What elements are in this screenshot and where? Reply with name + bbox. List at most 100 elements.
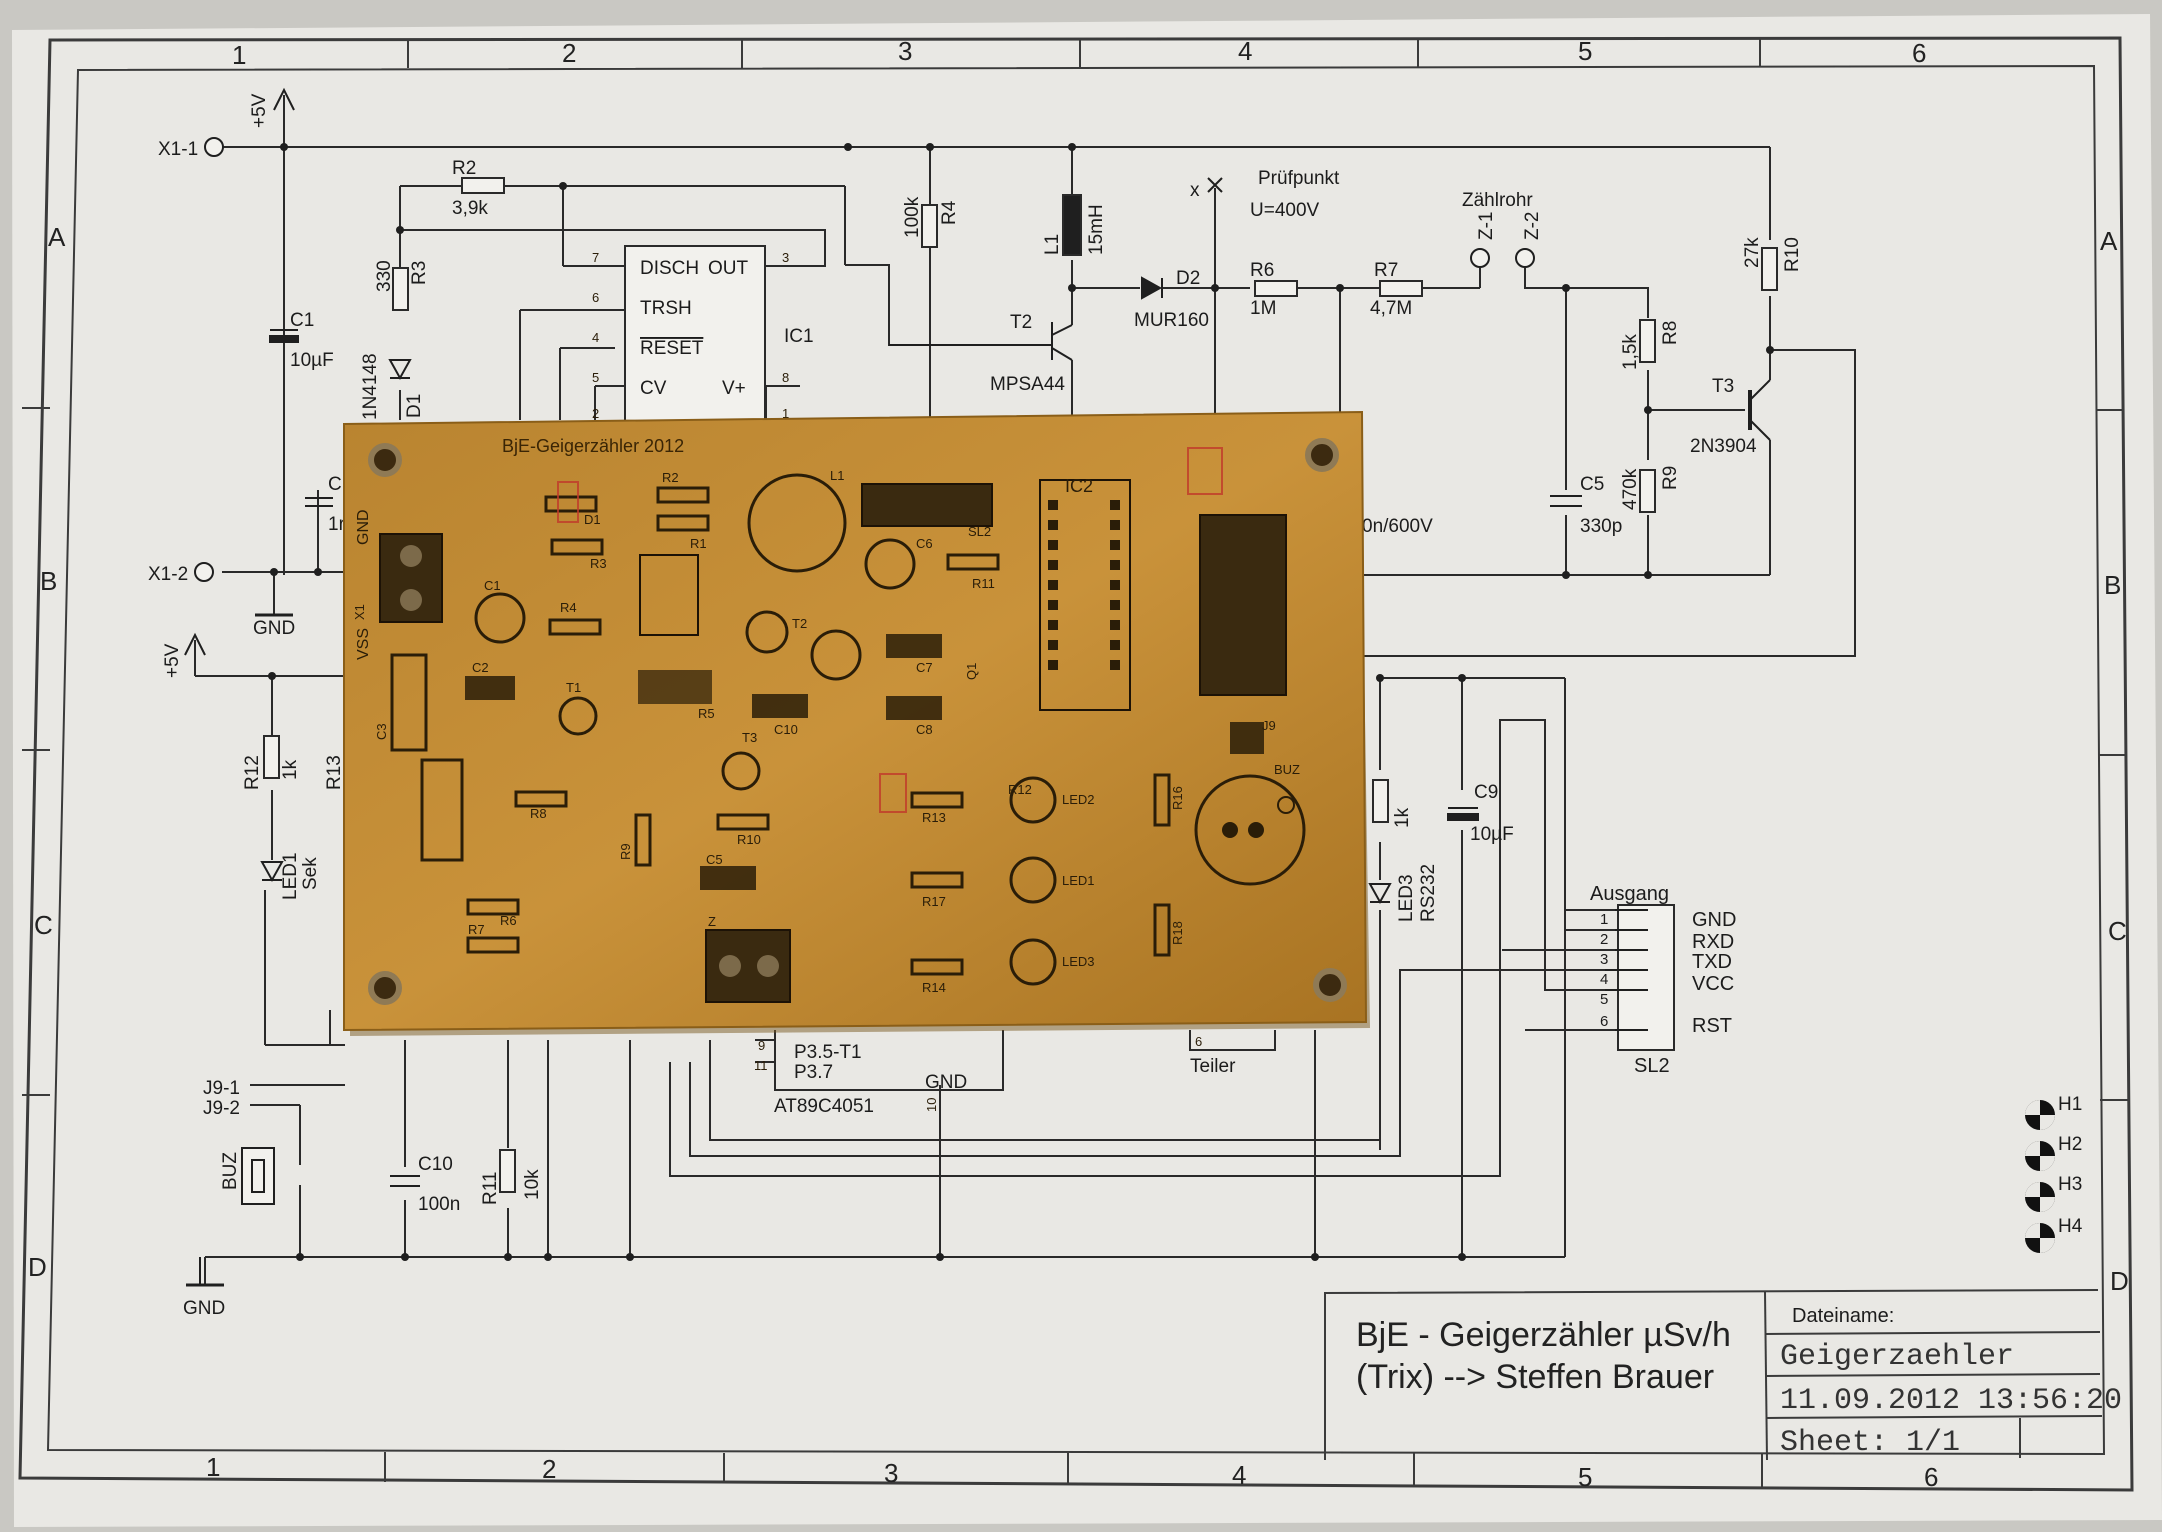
r13-label: R13 xyxy=(324,755,345,790)
col-bottom-3: 3 xyxy=(884,1458,898,1488)
hole-h1 xyxy=(2025,1100,2055,1130)
r9-symbol xyxy=(1639,469,1656,513)
c9-value: 10µF xyxy=(1470,824,1514,845)
pcb-silk-t2: T2 xyxy=(792,616,807,631)
z1-terminal xyxy=(1470,248,1490,268)
hole-h4-label: H4 xyxy=(2058,1216,2083,1237)
r4-symbol xyxy=(921,204,938,248)
r6-symbol xyxy=(1254,280,1298,297)
pruefpunkt-label: Prüfpunkt xyxy=(1258,168,1340,189)
row-labels: A B C D A B C D xyxy=(28,222,2129,1296)
zaehlrohr-label: Zählrohr xyxy=(1462,190,1533,211)
plus5v-top-label: +5V xyxy=(249,93,270,128)
pcb-silk-c5: C5 xyxy=(706,852,723,867)
pcb-silk-r3: R3 xyxy=(590,556,607,571)
pcb-silk-c1: C1 xyxy=(484,578,501,593)
pcb-silk-ic2: IC2 xyxy=(1065,476,1093,496)
sl2-pin-3: 3 xyxy=(1600,951,1608,968)
r8-value: 1,5k xyxy=(1620,334,1641,370)
pcb-vss-label: VSS xyxy=(355,628,372,660)
ic2-gnd: GND xyxy=(925,1072,967,1093)
row-right-b: B xyxy=(2104,570,2121,600)
row-left-b: B xyxy=(40,566,57,596)
col-bottom-5: 5 xyxy=(1578,1462,1592,1492)
pcb-silk-r4: R4 xyxy=(560,600,577,615)
r12-label: R12 xyxy=(242,755,263,790)
c10-label: C10 xyxy=(418,1154,453,1175)
x1-2-terminal xyxy=(194,562,214,582)
led3-label: LED3 xyxy=(1396,874,1417,922)
l1-value: 15mH xyxy=(1086,204,1107,255)
r3-label: R3 xyxy=(409,261,430,285)
hole-h4 xyxy=(2025,1223,2055,1253)
gnd-bottom-label: GND xyxy=(183,1298,225,1319)
row-right-a: A xyxy=(2100,226,2118,256)
r2-label: R2 xyxy=(452,158,476,179)
datetime-value: 11.09.2012 13:56:20 xyxy=(1780,1384,2122,1418)
pcb-ic2-outline xyxy=(1039,479,1131,711)
plus5v-arrow-top xyxy=(273,87,295,111)
pcb-led1 xyxy=(1009,856,1057,904)
ic2-pin-11: 11 xyxy=(754,1058,768,1073)
r11-symbol xyxy=(499,1149,516,1193)
ic1-pin-out: OUT xyxy=(708,258,749,279)
signal-vcc: VCC xyxy=(1692,973,1734,995)
title-block: BjE - Geigerzähler µSv/h (Trix) --> Stef… xyxy=(1324,1289,2122,1461)
r10-label: R10 xyxy=(1782,237,1803,272)
row-left-a: A xyxy=(48,222,66,252)
pcb-hole-br xyxy=(1313,968,1347,1002)
filename-label: Dateiname: xyxy=(1792,1305,1894,1327)
component-symbols-2 xyxy=(184,87,1771,1287)
pcb-silk-l1: L1 xyxy=(830,468,844,483)
x1-2-label: X1-2 xyxy=(148,564,188,585)
hole-h2 xyxy=(2025,1141,2055,1171)
r2-symbol xyxy=(461,177,505,194)
pcb-resistors xyxy=(390,486,1171,976)
r3-value: 330 xyxy=(374,260,395,292)
col-top-5: 5 xyxy=(1578,36,1592,66)
col-bottom-6: 6 xyxy=(1924,1462,1938,1492)
pcb-ic1-outline xyxy=(639,554,699,636)
pcb-buzzer-footprint xyxy=(1194,774,1306,886)
output-title: Ausgang xyxy=(1590,883,1669,905)
pcb-l1-footprint xyxy=(747,473,847,573)
pcb-silk-j9: J9 xyxy=(1262,718,1276,733)
pcb-silk-buz: BUZ xyxy=(1274,762,1300,777)
ic1-pin-disch: DISCH xyxy=(640,258,699,279)
t3-label: T3 xyxy=(1712,376,1734,397)
ic1-pin-vplus: V+ xyxy=(722,378,746,399)
d1-symbol xyxy=(388,359,412,381)
col-top-6: 6 xyxy=(1912,38,1926,68)
pcb-title: BjE-Geigerzähler 2012 xyxy=(502,436,684,456)
ic1-pin-reset: RESET xyxy=(640,338,704,359)
pcb-silk-r11: R11 xyxy=(972,576,995,591)
r3-symbol xyxy=(392,267,409,311)
t2-label: T2 xyxy=(1010,312,1032,333)
pcb-silk-r17: R17 xyxy=(922,894,946,909)
r11-value: 10k xyxy=(522,1169,543,1200)
filename-value: Geigerzaehler xyxy=(1780,1340,2014,1374)
pcb-silk-t3: T3 xyxy=(742,730,757,745)
frame-inner xyxy=(46,64,2106,1456)
sl2-pin-4: 4 xyxy=(1600,971,1608,988)
pcb-silk-r18: R18 xyxy=(1170,921,1185,945)
c9-label: C9 xyxy=(1474,782,1498,803)
voltage-label: U=400V xyxy=(1250,200,1320,221)
pcb-hole-bl xyxy=(368,971,402,1005)
gnd-top-label: GND xyxy=(253,618,295,639)
ic1-body xyxy=(624,245,766,427)
c5-value: 330p xyxy=(1580,516,1622,537)
r-led3-value: 1k xyxy=(1392,807,1413,828)
j9-1-label: J9-1 xyxy=(203,1078,240,1099)
wires xyxy=(194,95,1856,1285)
led1-symbol xyxy=(260,861,284,883)
row-right-c: C xyxy=(2108,916,2127,946)
ic1-pin-5: 5 xyxy=(592,370,599,385)
sl2-body xyxy=(1617,904,1675,1051)
pcb-silk-x1: X1 xyxy=(352,604,367,620)
ic1-pin-1: 1 xyxy=(782,406,789,421)
sheet-value: Sheet: 1/1 xyxy=(1780,1426,1960,1460)
pcb-silk-r1: R1 xyxy=(690,536,707,551)
